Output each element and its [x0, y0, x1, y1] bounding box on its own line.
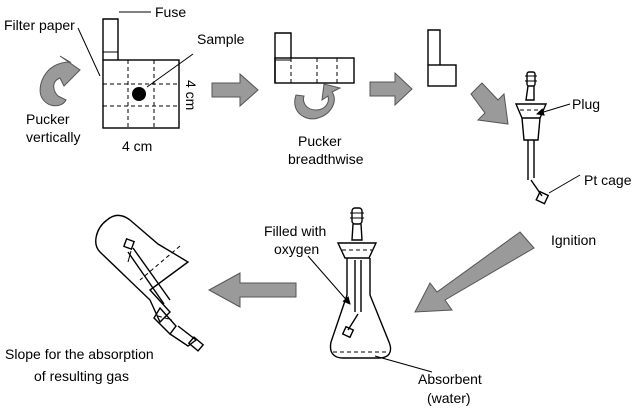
- pucker-breadthwise-label-1: Pucker: [298, 133, 342, 149]
- pucker-breadthwise-curved-arrow: [294, 83, 342, 120]
- conical-flask: [329, 207, 392, 359]
- absorbent-label-1: Absorbent: [418, 371, 482, 387]
- tilted-flask: [95, 214, 205, 352]
- filter-paper-leader: [77, 27, 101, 77]
- ignition-label: Ignition: [551, 232, 596, 248]
- filter-paper-square: [102, 59, 180, 129]
- pucker-vertically-label-1: Pucker: [26, 111, 70, 127]
- plug-label: Plug: [572, 96, 600, 112]
- fuse-label: Fuse: [155, 4, 186, 20]
- plug-leader: [536, 103, 571, 116]
- stopper-assembly: [514, 71, 550, 205]
- oxygen-leader: [307, 255, 351, 305]
- dim-vertical-label: 4 cm: [183, 80, 199, 110]
- slope-label-1: Slope for the absorption: [5, 346, 154, 362]
- filter-paper-label: Filter paper: [4, 17, 75, 33]
- step-arrow-3: [470, 82, 509, 125]
- step-arrow-left: [207, 272, 297, 308]
- pucker-vertically-curved-arrow: [39, 55, 81, 107]
- absorbent-label-2: (water): [427, 390, 471, 406]
- pt-cage-leader: [548, 174, 581, 194]
- step-arrow-2: [369, 71, 413, 107]
- filled-with-label-1: Filled with: [264, 223, 326, 239]
- dim-horizontal-label: 4 cm: [122, 138, 152, 154]
- step-arrow-1: [211, 72, 259, 108]
- pucker-vertically-label-2: vertically: [26, 129, 80, 145]
- sample-label: Sample: [197, 31, 245, 47]
- fuse-strip: [102, 18, 119, 60]
- sample-dot: [132, 87, 146, 101]
- pt-cage-label: Pt cage: [584, 172, 632, 188]
- filled-with-label-2: oxygen: [274, 241, 319, 257]
- folded-strip: [274, 32, 355, 84]
- folded-packet: [427, 29, 457, 87]
- slope-label-2: of resulting gas: [34, 368, 129, 384]
- absorbent-leader: [374, 355, 433, 373]
- pucker-breadthwise-label-2: breadthwise: [288, 151, 364, 167]
- ignition-arrow: [414, 231, 535, 313]
- sample-leader: [146, 53, 194, 88]
